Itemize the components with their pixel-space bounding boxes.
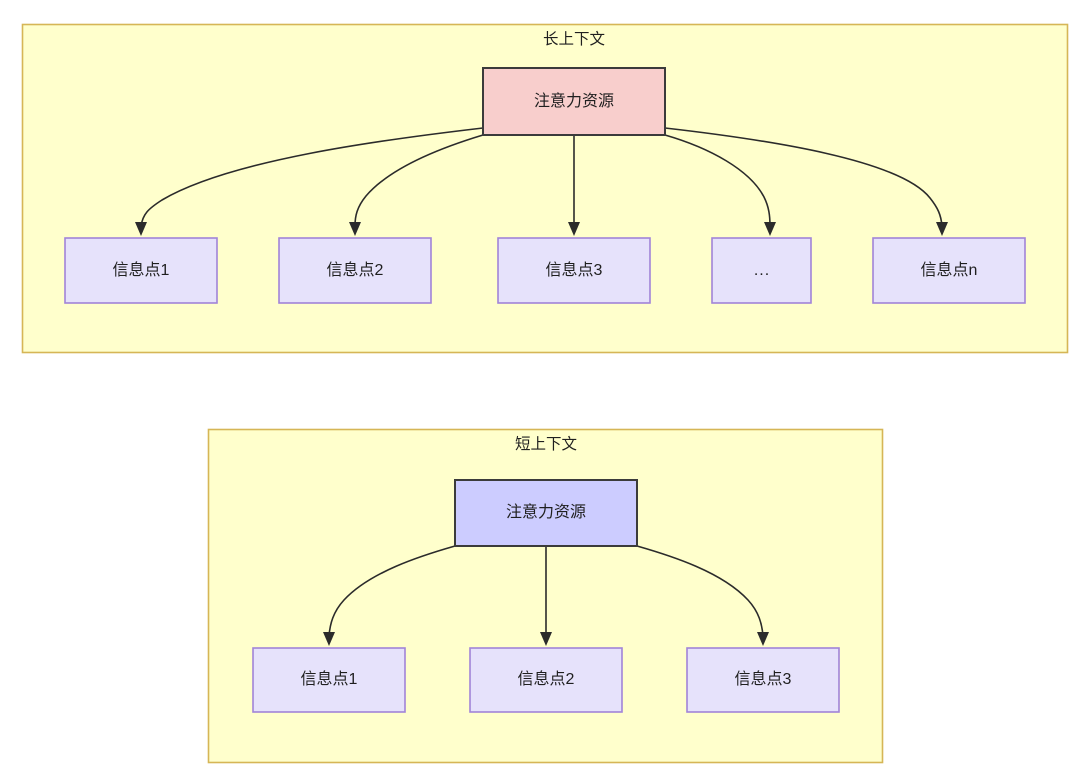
long-context-edges [135,127,948,236]
attention-long-label: 注意力资源 [534,91,614,110]
node-info-short-2[interactable]: 信息点2 [469,647,623,713]
info-long-1-box[interactable] [64,237,218,304]
info-short-1-label: 信息点1 [301,670,358,688]
node-info-long-1[interactable]: 信息点1 [64,237,218,304]
edge-long-to-info-ellipsis [664,134,771,227]
node-info-short-3[interactable]: 信息点3 [686,647,840,713]
node-info-long-3[interactable]: 信息点3 [497,237,651,304]
info-short-1-box[interactable] [252,647,406,713]
arrow-head-short-3 [757,632,769,646]
edge-long-to-info-n [664,127,943,227]
attention-short-box[interactable] [454,479,638,547]
arrow-head-long-3 [568,222,580,236]
node-info-long-2[interactable]: 信息点2 [278,237,432,304]
arrow-head-long-ellipsis [764,222,776,236]
group-long-context[interactable]: 长上下文 注意 [21,23,1069,354]
edge-short-to-info-3 [636,545,764,637]
info-short-2-label: 信息点2 [518,670,575,688]
arrow-head-long-n [936,222,948,236]
node-info-long-ellipsis[interactable]: ... [711,237,812,304]
info-short-3-box[interactable] [686,647,840,713]
short-context-edges [323,545,769,646]
info-long-2-label: 信息点2 [327,261,384,279]
attention-long-box[interactable] [482,67,666,136]
info-long-1-label: 信息点1 [113,261,170,279]
arrow-head-long-1 [135,222,147,236]
info-short-2-box[interactable] [469,647,623,713]
node-attention-long[interactable]: 注意力资源 [482,67,666,136]
info-long-ellipsis-label: ... [754,262,770,279]
info-long-n-label: 信息点n [921,261,978,279]
info-long-3-label: 信息点3 [546,261,603,279]
info-long-ellipsis-box[interactable] [711,237,812,304]
node-attention-short[interactable]: 注意力资源 [454,479,638,547]
long-context-title: 长上下文 [543,30,605,48]
info-long-n-box[interactable] [872,237,1026,304]
arrow-head-short-1 [323,632,335,646]
node-info-long-n[interactable]: 信息点n [872,237,1026,304]
info-long-2-box[interactable] [278,237,432,304]
info-long-3-box[interactable] [497,237,651,304]
arrow-head-long-2 [349,222,361,236]
info-short-3-label: 信息点3 [735,670,792,688]
node-info-short-1[interactable]: 信息点1 [252,647,406,713]
attention-short-label: 注意力资源 [506,502,586,521]
edge-long-to-info-2 [354,134,484,227]
arrow-head-short-2 [540,632,552,646]
edge-long-to-info-1 [140,127,484,227]
edge-short-to-info-1 [328,545,456,637]
group-short-context[interactable]: 短上下文 注意力资源 信息点1 [207,428,884,764]
short-context-title: 短上下文 [515,435,577,453]
